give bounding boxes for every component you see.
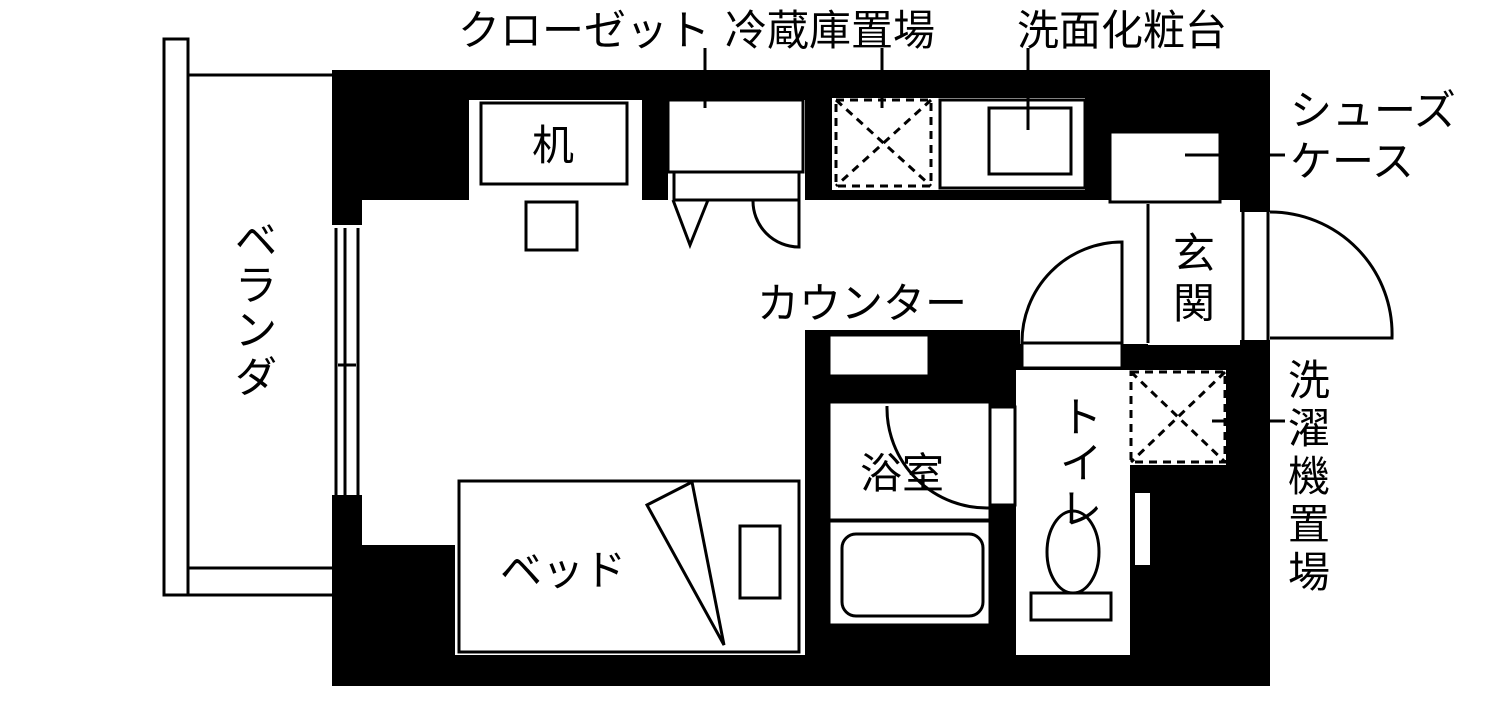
counter [827,333,931,378]
label-veranda-4: ダ [235,353,277,402]
label-veranda-3: ン [235,306,277,355]
label-entrance-1: 玄 [1173,229,1215,278]
label-shoe-case-2: ケース [1290,137,1414,186]
label-closet: クローゼット [458,6,710,55]
label-laundry-4: 置 [1288,500,1330,549]
label-laundry-5: 場 [1288,548,1330,597]
vanity [938,98,1087,190]
label-shoe-case-1: シューズ [1290,86,1456,135]
laundry-space [1129,370,1227,464]
label-toilet-2: イ [1060,439,1102,488]
label-laundry-3: 機 [1288,452,1330,501]
chair [524,200,579,252]
shoe-case [1108,130,1222,204]
label-storage-2: 納 [1157,531,1199,580]
label-fridge: 冷蔵庫置場 [725,6,935,55]
label-bed: ベッド [500,546,626,595]
toilet-door[interactable] [1020,240,1124,370]
label-laundry-1: 洗 [1288,356,1330,405]
veranda [162,37,332,597]
label-entrance-2: 関 [1173,279,1215,328]
label-vanity: 洗面化粧台 [1017,6,1227,55]
label-veranda-2: ラ [235,261,277,310]
label-bath: 浴室 [860,449,944,498]
entrance-door[interactable] [1241,210,1394,340]
label-veranda-1: ベ [235,216,277,265]
label-desk: 机 [532,121,574,170]
window-left[interactable] [334,228,360,495]
label-toilet-1: ト [1060,393,1102,442]
desk [479,101,629,186]
label-counter: カウンター [757,279,967,328]
toilet [1029,509,1113,622]
leader-lines [703,48,1285,423]
label-storage-1: 収 [1157,481,1199,530]
bed [457,479,801,654]
closet[interactable] [666,98,805,250]
label-toilet-3: レ [1060,485,1102,534]
bathroom [827,400,1017,627]
label-laundry-2: 濯 [1288,404,1330,453]
